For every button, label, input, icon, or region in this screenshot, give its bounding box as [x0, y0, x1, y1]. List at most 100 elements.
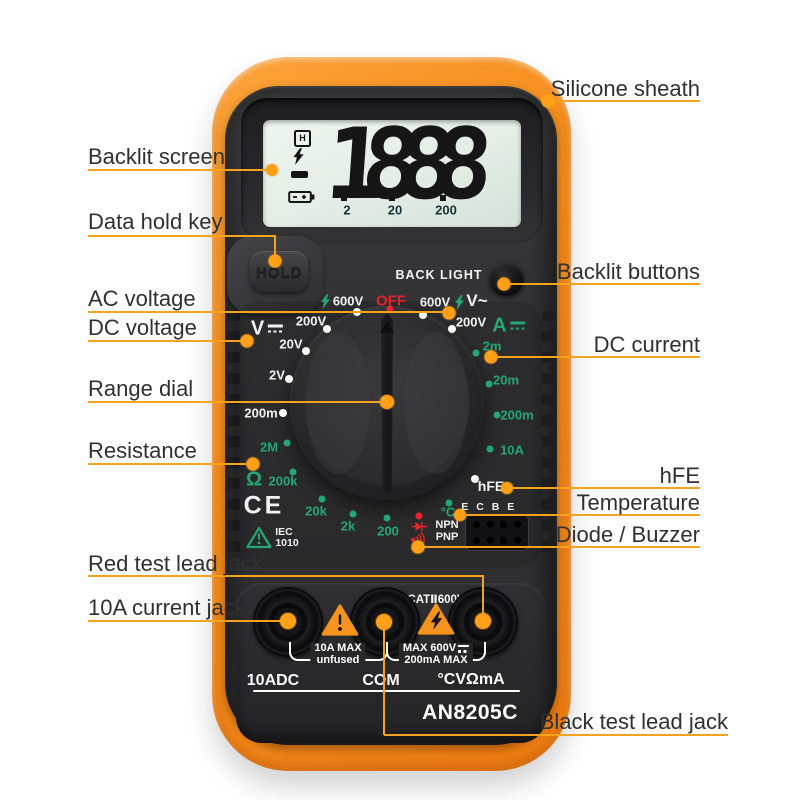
- range-dot: [486, 445, 494, 453]
- range-dot: [472, 349, 480, 357]
- range-dot: [323, 325, 331, 333]
- grip-ribs-right: [542, 310, 555, 562]
- socket-hole: [473, 536, 481, 544]
- range-dot: [349, 510, 357, 518]
- range-dot: [279, 409, 287, 417]
- jack-label-com: COM: [362, 672, 400, 689]
- dial-range-10a: 10A: [500, 442, 524, 458]
- callout-dot: [484, 350, 498, 364]
- callout-dot: [380, 395, 394, 409]
- hold-button[interactable]: HOLD: [250, 251, 308, 292]
- dial-temperature-label: °C: [440, 504, 456, 520]
- socket-hole: [513, 536, 521, 544]
- range-dot: [445, 499, 453, 507]
- callout-line: [460, 514, 700, 516]
- callout-line: [504, 283, 700, 285]
- socket-hole: [473, 521, 481, 529]
- transistor-pin-labels: E C B E: [461, 501, 517, 513]
- knob-pointer-notch: [380, 321, 394, 333]
- dc-symbol-icon: [268, 324, 284, 335]
- callout-dot: [376, 614, 392, 630]
- range-dot: [302, 347, 310, 355]
- jack-label-cvohm-ma: °CVΩmA: [437, 671, 505, 688]
- callout-line: [88, 311, 449, 313]
- callout-line: [88, 169, 272, 171]
- socket-hole: [500, 536, 508, 544]
- range-dot: [318, 495, 326, 503]
- jack-label-10adc: 10ADC: [246, 672, 300, 689]
- iec-label-line1: IEC: [275, 526, 293, 538]
- callout-dot: [246, 457, 260, 471]
- range-dot-off: [386, 305, 394, 313]
- callout-line: [491, 356, 700, 358]
- callout-dot: [497, 277, 511, 291]
- callout-dot: [454, 509, 466, 521]
- lcd-decimal-point: [389, 195, 395, 201]
- dial-range-200k-ohm: 200k: [268, 473, 298, 489]
- socket-hole: [513, 521, 521, 529]
- range-dot: [471, 475, 479, 483]
- callout-line: [88, 620, 282, 622]
- socket-hole: [500, 521, 508, 529]
- range-dot: [289, 468, 297, 476]
- lcd-decimal-point: [341, 195, 347, 201]
- dial-range-2k-ohm: 2k: [340, 518, 356, 534]
- dc-symbol-icon: [510, 321, 526, 332]
- cat-rating-label: CATⅡ600V: [407, 594, 465, 606]
- dial-resistance-symbol: Ω: [245, 468, 263, 491]
- callout-dot: [541, 94, 555, 108]
- callout-diode-buzzer: Diode / Buzzer: [555, 522, 700, 547]
- jack-ring: [269, 603, 307, 641]
- callout-line: [383, 622, 385, 735]
- transistor-socket[interactable]: [465, 514, 529, 551]
- dial-range-200v-ac: 200V: [455, 314, 487, 330]
- callout-10a-current-jack: 10A current jack: [88, 595, 246, 620]
- lcd-decimal-point: [440, 195, 446, 201]
- callout-resistance: Resistance: [88, 438, 197, 463]
- lcd-low-battery-bolt-icon: [293, 148, 304, 165]
- warning-triangle-icon: [246, 526, 272, 549]
- range-dot: [448, 325, 456, 333]
- grip-ribs-left: [227, 310, 240, 562]
- callout-backlit-screen: Backlit screen: [88, 144, 225, 169]
- callout-line: [384, 734, 728, 736]
- knob-wing-right: [404, 332, 468, 474]
- callout-dot: [268, 254, 282, 268]
- dial-range-600v-dc: 600V: [332, 293, 364, 309]
- dial-hfe-label: hFE: [477, 478, 505, 494]
- lcd-battery-icon: [288, 191, 315, 203]
- callout-dot: [411, 540, 425, 554]
- dial-ac-voltage-symbol: V~: [466, 291, 488, 310]
- range-dot: [383, 514, 391, 522]
- callout-dot: [280, 613, 296, 629]
- dial-range-2ma: 2m: [482, 338, 502, 354]
- ce-mark: CE: [243, 491, 285, 520]
- dc-ac-symbol-icon: [458, 644, 470, 653]
- callout-black-test-lead-jack: Black test lead jack: [539, 709, 728, 734]
- npn-label: NPN: [435, 519, 459, 531]
- callout-line: [548, 100, 700, 102]
- range-dot: [419, 311, 427, 319]
- bracket-10a-max-text: 10A MAX unfused: [310, 642, 366, 666]
- callout-range-dial: Range dial: [88, 376, 194, 401]
- callout-dot: [501, 482, 513, 494]
- high-voltage-bolt-icon: [321, 294, 330, 309]
- panel-divider-line: [253, 690, 520, 692]
- diode-icon: [411, 521, 428, 532]
- dial-range-600v-ac: 600V: [419, 294, 451, 310]
- dial-range-2v-dc: 2V: [269, 367, 285, 383]
- callout-line: [88, 401, 387, 403]
- warning-shock-triangle-icon: [417, 603, 455, 635]
- dial-range-200-ohm: 200: [377, 523, 399, 539]
- callout-dot: [475, 613, 491, 629]
- dial-dc-current-symbol: A: [492, 315, 526, 338]
- lcd-range-marker: 2: [343, 202, 351, 218]
- lcd-range-marker: 20: [387, 202, 403, 218]
- callout-dot: [240, 334, 254, 348]
- range-dot: [285, 375, 293, 383]
- pnp-label: PNP: [435, 531, 459, 543]
- callout-line: [88, 340, 247, 342]
- dial-range-200v-dc: 200V: [295, 313, 327, 329]
- callout-hfe: hFE: [659, 463, 700, 488]
